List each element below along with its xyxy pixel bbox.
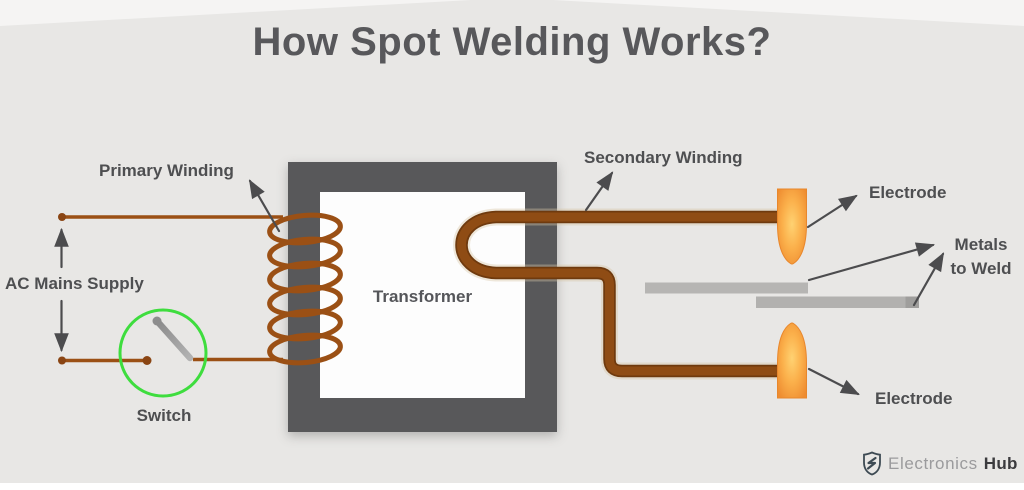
arrow-primary-winding-icon (248, 179, 281, 233)
metals-to-weld-label: Metals to Weld (941, 233, 1021, 281)
metals-line2: to Weld (950, 259, 1012, 278)
secondary-winding-wire (453, 208, 780, 380)
arrow-metals-bottom-icon (912, 252, 945, 307)
switch-lever (153, 317, 194, 362)
arrow-electrode-top-icon (806, 194, 858, 229)
transformer-window (320, 192, 525, 398)
wire-terminal-dots (58, 213, 152, 365)
electrode-bottom-shape (777, 322, 807, 399)
page-title: How Spot Welding Works? (252, 20, 772, 64)
label-arrows (248, 171, 945, 396)
arrow-electrode-bottom-icon (807, 367, 860, 396)
metal-sheet-bottom-end (905, 296, 919, 308)
metal-sheet-top (645, 282, 808, 294)
switch-ring (118, 308, 208, 398)
secondary-winding-label: Secondary Winding (584, 148, 743, 167)
arrow-secondary-winding-icon (584, 171, 614, 212)
bottom-border (0, 483, 1024, 490)
primary-winding-coil (267, 212, 343, 366)
ac-mains-supply-label: AC Mains Supply (5, 274, 144, 293)
terminal-dot-top (58, 213, 66, 221)
brand-name-second: Hub (983, 453, 1018, 473)
switch-label: Switch (136, 406, 192, 425)
arrow-metals-top-icon (807, 242, 936, 282)
brand-name-first: Electronics (888, 453, 978, 473)
transformer-label: Transformer (372, 287, 473, 306)
metal-sheets (645, 282, 919, 308)
metal-sheet-bottom (756, 296, 919, 308)
switch-contact-dot (142, 356, 152, 365)
electronics-hub-logo: Electronics Hub (862, 451, 1018, 476)
shield-bolt-icon (863, 451, 881, 476)
metals-line1: Metals (954, 235, 1008, 254)
secondary-wire-core (457, 212, 780, 376)
electrode-top-label: Electrode (869, 183, 947, 202)
primary-winding-label: Primary Winding (99, 161, 234, 180)
switch-lever-pivot (152, 316, 162, 326)
electrode-top-shape (777, 188, 807, 265)
terminal-dot-bottom (58, 356, 66, 365)
electrode-bottom-label: Electrode (875, 389, 953, 408)
primary-circuit-wires (62, 215, 283, 363)
